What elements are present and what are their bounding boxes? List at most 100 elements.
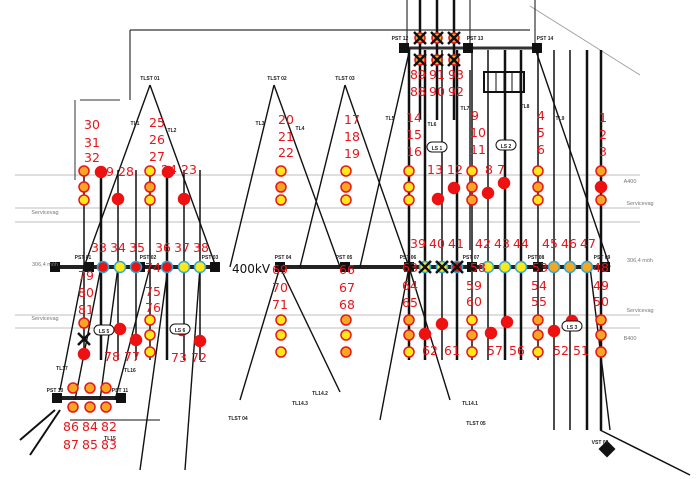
- number-label: 61: [444, 343, 460, 358]
- number-label: 83: [101, 437, 117, 452]
- number-label: 20: [278, 112, 294, 127]
- number-label: 70: [272, 280, 288, 295]
- station-square: [404, 262, 414, 272]
- disconnector-circle: [78, 194, 90, 206]
- number-label: 86: [63, 419, 79, 434]
- station-label: PST 10: [47, 388, 64, 394]
- number-label: 30: [84, 117, 100, 132]
- tl-line: [239, 266, 281, 401]
- busbar-disconnector: [563, 260, 577, 274]
- ls-badge: [426, 141, 448, 153]
- disconnector-circle: [466, 314, 478, 326]
- station-square: [52, 393, 62, 403]
- number-label: 64: [402, 278, 418, 293]
- station-label: PST 13: [467, 36, 484, 42]
- busbar-disconnector: [177, 260, 191, 274]
- out-of-service-cross: [447, 53, 461, 67]
- voltage-label: 400kV: [232, 262, 271, 276]
- number-label: 92: [448, 84, 464, 99]
- number-label: 25: [149, 115, 165, 130]
- busbar-disconnector: [498, 260, 512, 274]
- number-label: 27: [149, 149, 165, 164]
- number-label: 6: [537, 142, 545, 157]
- line-label: TL14.2: [312, 391, 328, 397]
- tl-line: [149, 84, 217, 268]
- number-label: 85: [82, 437, 98, 452]
- number-label: 13: [427, 162, 443, 177]
- number-label: 46: [561, 236, 577, 251]
- disconnector-circle: [275, 314, 287, 326]
- station-label: PST 02: [140, 255, 157, 261]
- number-label: 17: [344, 112, 360, 127]
- number-label: 12: [447, 162, 463, 177]
- circuit-breaker-closed: [447, 181, 461, 195]
- number-label: 69: [272, 262, 288, 277]
- road-label: B400: [624, 336, 637, 342]
- line-label: TL16: [124, 368, 136, 374]
- number-label: 7: [497, 162, 505, 177]
- number-label: 54: [531, 278, 547, 293]
- number-label: 24: [161, 162, 177, 177]
- road-label: A400: [624, 179, 637, 185]
- number-label: 78: [104, 349, 120, 364]
- number-label: 91: [429, 67, 445, 82]
- station-label: VST 03: [592, 440, 609, 446]
- station-label: PST 11: [112, 388, 129, 394]
- disconnector-circle: [67, 382, 79, 394]
- number-label: 8: [485, 162, 493, 177]
- tl-line: [114, 266, 151, 401]
- tl-line: [139, 266, 169, 471]
- number-label: 84: [82, 419, 98, 434]
- line-label: TL1: [131, 121, 140, 127]
- circuit-breaker-closed: [497, 176, 511, 190]
- number-label: 76: [145, 300, 161, 315]
- number-label: 68: [339, 297, 355, 312]
- number-label: 51: [573, 343, 589, 358]
- number-label: 37: [174, 240, 190, 255]
- number-label: 53: [532, 260, 548, 275]
- fence-line: [529, 5, 641, 76]
- disconnector-circle: [466, 165, 478, 177]
- tl-line: [273, 84, 341, 268]
- disconnector-circle: [403, 181, 415, 193]
- disconnector-circle: [275, 165, 287, 177]
- number-label: 31: [84, 135, 100, 150]
- disconnector-circle: [594, 180, 608, 194]
- out-of-service-cross: [413, 53, 427, 67]
- station-label: TLST 01: [140, 76, 160, 82]
- disconnector-circle: [100, 401, 112, 413]
- ls-badge: [495, 139, 517, 151]
- tl-line: [83, 84, 151, 268]
- number-label: 55: [531, 294, 547, 309]
- number-label: 32: [84, 150, 100, 165]
- circuit-breaker-closed: [129, 333, 143, 347]
- number-label: 22: [278, 145, 294, 160]
- number-label: 82: [101, 419, 117, 434]
- disconnector-circle: [466, 329, 478, 341]
- road-label: Servicevag: [31, 210, 58, 216]
- number-label: 47: [580, 236, 596, 251]
- number-label: 67: [339, 280, 355, 295]
- number-label: 57: [487, 343, 503, 358]
- circuit-breaker-closed: [161, 165, 175, 179]
- station-label: PST 06: [400, 255, 417, 261]
- number-label: 15: [406, 127, 422, 142]
- number-label: 45: [542, 236, 558, 251]
- number-label: 16: [406, 144, 422, 159]
- number-label: 11: [470, 142, 486, 157]
- disconnector-circle: [275, 181, 287, 193]
- number-label: 3: [599, 144, 607, 159]
- disconnector-circle: [403, 346, 415, 358]
- number-label: 5: [537, 125, 545, 140]
- tl-line: [359, 47, 411, 268]
- number-label: 89: [410, 67, 426, 82]
- number-label: 1: [599, 110, 607, 125]
- number-label: 14: [406, 110, 422, 125]
- number-label: 77: [124, 349, 140, 364]
- out-of-service-cross: [413, 31, 427, 45]
- number-label: 58: [470, 260, 486, 275]
- station-label: PST 07: [463, 255, 480, 261]
- circuit-breaker-closed: [177, 192, 191, 206]
